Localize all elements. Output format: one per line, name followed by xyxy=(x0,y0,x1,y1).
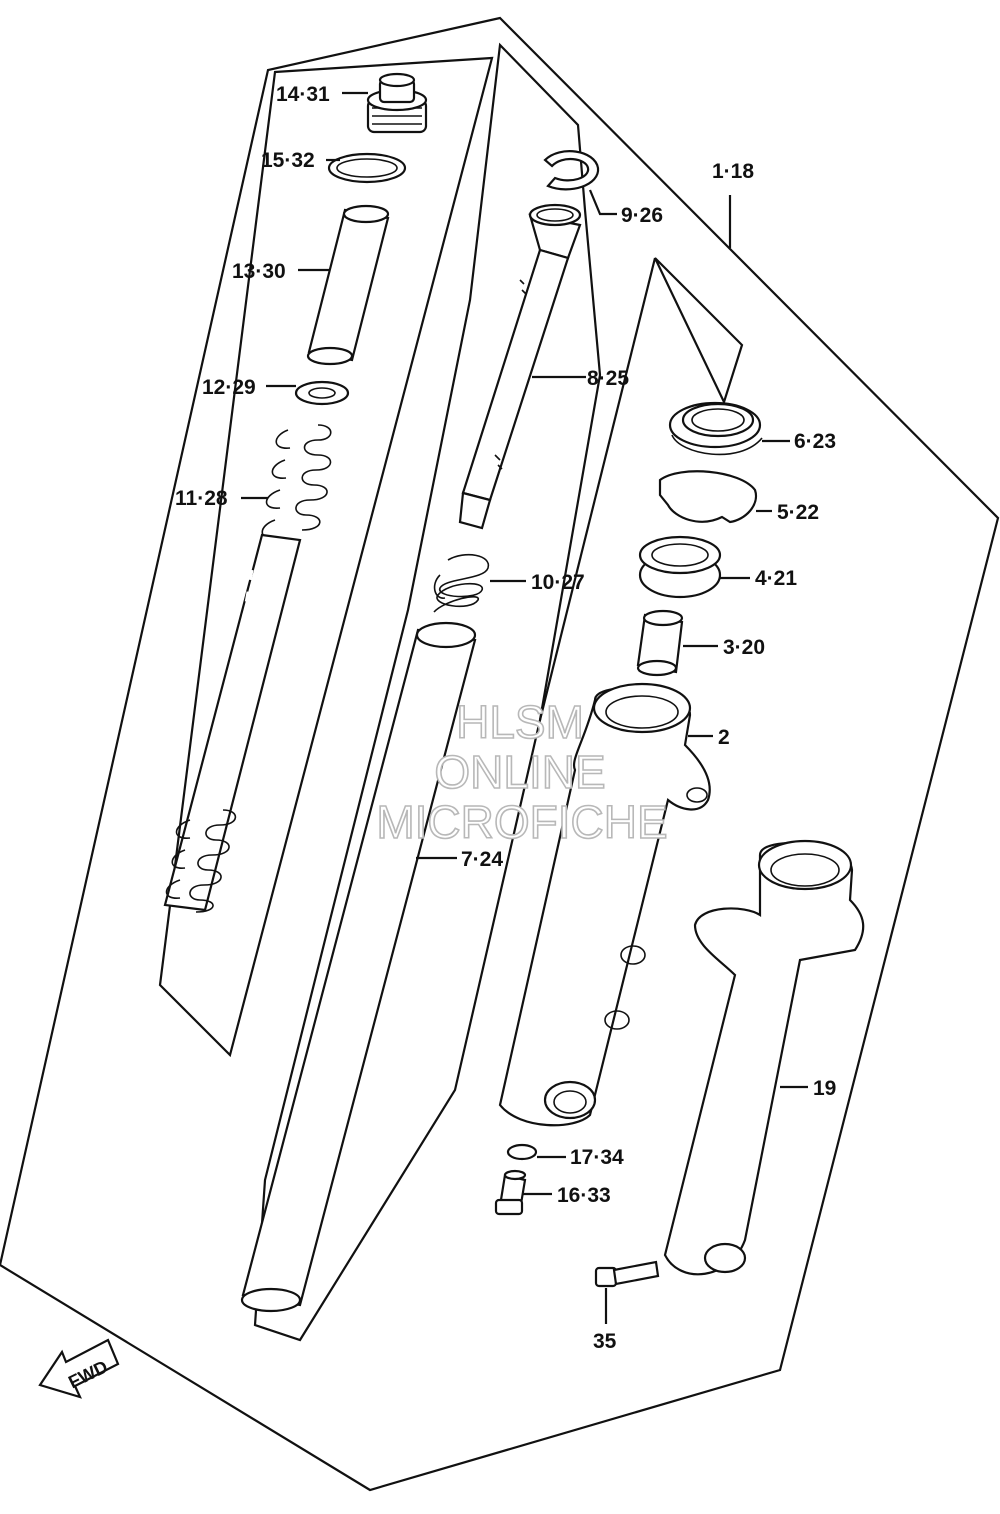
label-11-28: 11·28 xyxy=(175,487,228,510)
watermark-line-3: MICROFICHE xyxy=(376,796,667,848)
stopper-ring-part xyxy=(658,470,758,524)
outer-tube-right-part xyxy=(663,839,865,1276)
label-19: 19 xyxy=(813,1077,836,1100)
oil-seal-part xyxy=(638,535,722,599)
fwd-arrow-icon: FWD xyxy=(38,1338,120,1399)
label-14-31: 14·31 xyxy=(276,83,330,106)
damper-rod-part xyxy=(458,203,582,530)
label-5-22: 5·22 xyxy=(777,501,819,524)
damper-bolt-part xyxy=(494,1169,527,1216)
outer-tube-frame-edge xyxy=(538,257,657,721)
circlip-part xyxy=(543,150,600,191)
small-washer-part xyxy=(506,1143,538,1161)
assembly-frame-inner xyxy=(253,42,602,1342)
cap-bolt-part xyxy=(366,72,428,134)
fork-spring-part xyxy=(163,424,332,913)
label-7-24: 7·24 xyxy=(461,848,503,871)
washer-part xyxy=(294,380,350,406)
guide-bushing-part xyxy=(636,609,684,677)
label-9-26: 9·26 xyxy=(621,204,663,227)
dust-seal-part xyxy=(668,401,763,456)
outer-tube-left-part xyxy=(498,682,711,1127)
rebound-spring-part xyxy=(433,553,489,613)
watermark: HLSM ONLINE MICROFICHE xyxy=(376,695,669,849)
label-13-30: 13·30 xyxy=(232,260,286,283)
label-17-34: 17·34 xyxy=(570,1146,624,1169)
pinch-bolt-part xyxy=(594,1260,660,1288)
watermark-line-1: HLSM xyxy=(456,696,584,748)
label-1-18: 1·18 xyxy=(712,160,754,183)
label-12-29: 12·29 xyxy=(202,376,256,399)
label-15-32: 15·32 xyxy=(261,149,315,172)
spring-group-frame xyxy=(158,56,494,1058)
assembly-frame-outer xyxy=(0,16,1000,1492)
outer-tube-frame xyxy=(654,257,744,405)
label-10-27: 10·27 xyxy=(531,571,585,594)
label-8-25: 8·25 xyxy=(587,367,629,390)
label-6-23: 6·23 xyxy=(794,430,836,453)
inner-tube-part xyxy=(240,621,477,1313)
spacer-tube-part xyxy=(306,204,390,366)
label-16-33: 16·33 xyxy=(557,1184,611,1207)
label-4-21: 4·21 xyxy=(755,567,797,590)
label-35: 35 xyxy=(593,1330,617,1353)
label-2: 2 xyxy=(718,726,730,749)
watermark-line-2: ONLINE xyxy=(434,746,605,798)
leader-lines xyxy=(241,91,808,1324)
label-3-20: 3·20 xyxy=(723,636,765,659)
